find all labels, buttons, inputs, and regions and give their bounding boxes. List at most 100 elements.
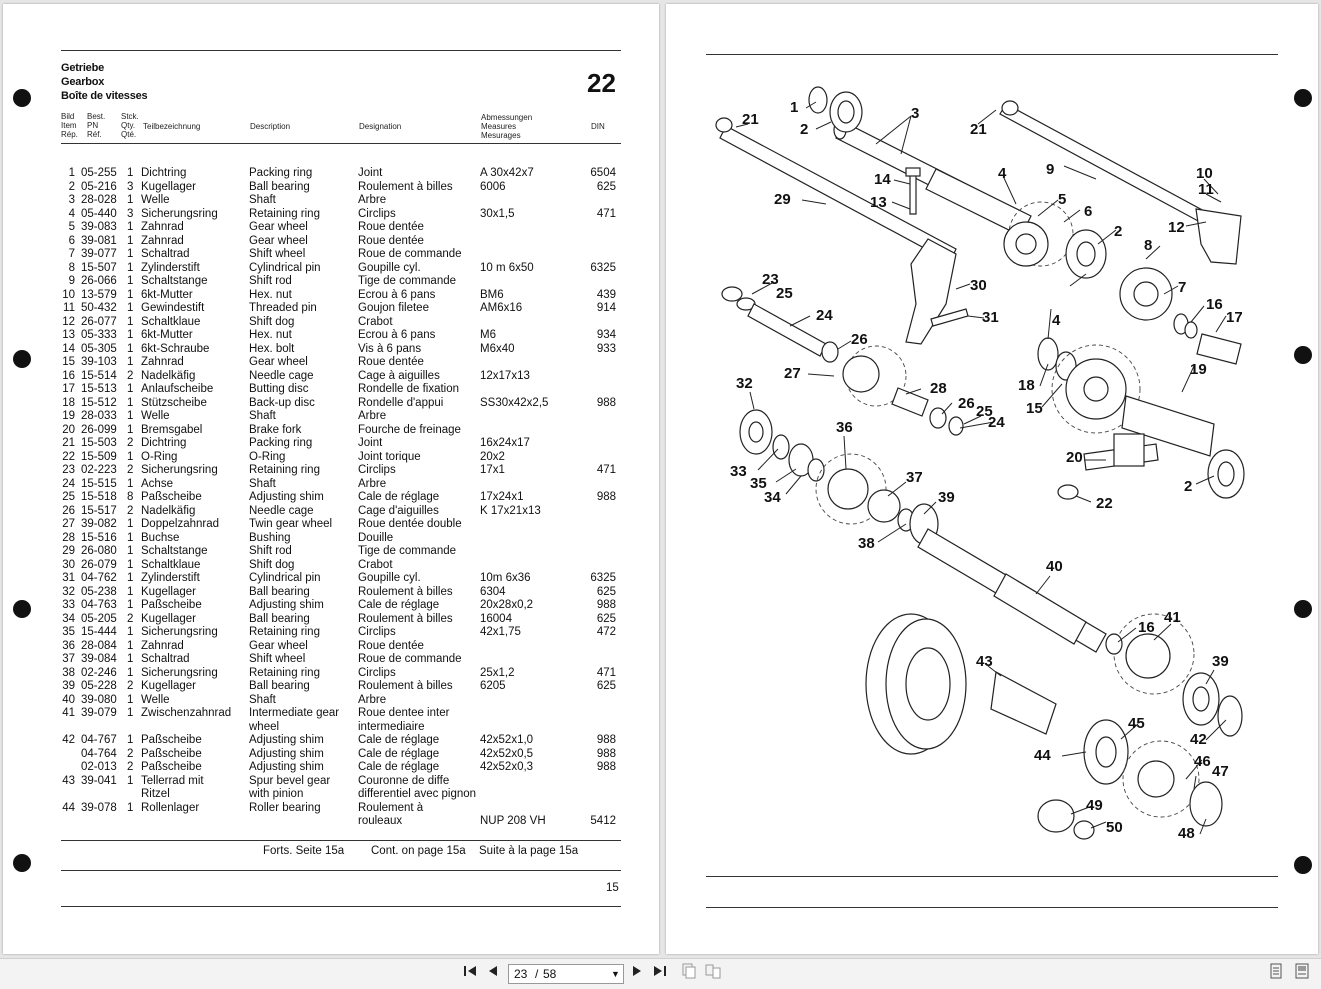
rule	[706, 54, 1278, 55]
callout: 6	[1084, 203, 1092, 220]
gear-outline	[1051, 344, 1141, 434]
cell-dim: M6	[480, 329, 496, 341]
two-page-view-icon[interactable]	[704, 963, 722, 983]
footer-de: Forts. Seite 15a	[263, 845, 345, 857]
cell-de: Ritzel	[141, 788, 170, 800]
cell-en: Retaining ring	[249, 626, 320, 638]
cell-pos: 25	[62, 491, 75, 503]
cell-en: Hex. nut	[249, 329, 292, 341]
cell-pos: 11	[63, 302, 75, 314]
last-page-icon[interactable]	[652, 963, 668, 983]
callout: 14	[874, 171, 891, 188]
cell-en: Packing ring	[249, 437, 313, 449]
cell-fr: differentiel avec pignon	[358, 788, 477, 800]
cell-fr: Goupille cyl.	[358, 261, 421, 274]
cell-din: 625	[596, 680, 616, 692]
cell-pn: 05-228	[81, 680, 117, 692]
cell-qty: 2	[127, 612, 134, 625]
cell-fr: Crabot	[358, 315, 393, 328]
single-page-view-icon[interactable]	[680, 963, 698, 983]
callout: 4	[998, 165, 1007, 182]
cell-pn: 39-079	[81, 707, 117, 719]
first-page-icon[interactable]	[462, 963, 478, 983]
cell-pos: 42	[62, 734, 75, 746]
cell-pn: 05-333	[81, 329, 117, 341]
cell-pn: 15-518	[81, 491, 117, 503]
next-page-icon[interactable]	[630, 963, 644, 983]
cell-de: Sicherungsring	[141, 626, 218, 638]
cell-fr: Tige de commande	[358, 275, 457, 287]
cell-qty: 1	[127, 599, 134, 611]
cell-de: Paßscheibe	[141, 747, 202, 760]
cell-pn: 39-081	[81, 234, 117, 247]
thumbnails-icon[interactable]	[1294, 963, 1310, 983]
title-fr: Boîte de vitesses	[61, 90, 148, 102]
cell-qty: 1	[127, 693, 134, 706]
cell-pos: 28	[62, 531, 75, 544]
cell-de: Kugellager	[141, 180, 196, 193]
cell-dim: 42x52x1,0	[480, 734, 534, 746]
cell-pos: 24	[62, 477, 75, 490]
cell-de: Schaltrad	[141, 248, 190, 260]
header-en: Description	[250, 122, 291, 131]
cell-de: Achse	[141, 477, 173, 490]
cell-fr: Roulement à billes	[358, 180, 453, 193]
footer-en: Cont. on page 15a	[371, 845, 466, 857]
gearbox-exploded-view: 1 2 3 21 21 9 10 11 12 14 13 29 4 5 6 2 …	[715, 86, 1245, 842]
cell-pos: 9	[68, 275, 75, 287]
callout: 3	[911, 105, 919, 122]
cell-en: Cylindrical pin	[249, 572, 321, 584]
callout: 16	[1138, 619, 1155, 636]
callout: 48	[1178, 825, 1195, 842]
header-din: DIN	[591, 122, 605, 131]
page-current[interactable]: 23	[514, 967, 528, 981]
cell-din: 988	[596, 734, 616, 746]
cell-de: Schaltklaue	[141, 315, 201, 328]
cell-de: Sicherungsring	[141, 207, 218, 220]
document-icon[interactable]	[1268, 963, 1284, 983]
prev-page-icon[interactable]	[486, 963, 500, 983]
cell-pn: 39-083	[81, 221, 117, 233]
cell-pos: 39	[62, 680, 75, 692]
cell-pn: 15-444	[81, 626, 117, 638]
cell-fr: Arbre	[358, 477, 387, 490]
cell-pos: 44	[62, 801, 75, 814]
chevron-down-icon[interactable]: ▼	[611, 969, 620, 979]
cell-fr: rouleaux	[358, 815, 403, 827]
cell-en: Gear wheel	[249, 356, 308, 368]
cell-pn: 13-579	[81, 288, 117, 301]
cell-qty: 1	[127, 801, 134, 814]
cell-dim: AM6x16	[480, 302, 523, 314]
cell-fr: Couronne de diffe	[358, 774, 450, 787]
cell-en: Ball bearing	[249, 612, 310, 625]
shaft-part	[1196, 333, 1242, 365]
callout: 5	[1058, 191, 1066, 208]
shaft-part	[1121, 395, 1215, 457]
cell-de: Schaltstange	[141, 275, 208, 287]
callout: 25	[976, 403, 993, 420]
cell-en: Intermediate gear	[249, 707, 340, 719]
cell-pn: 39-077	[81, 248, 117, 260]
cell-en: with pinion	[249, 788, 304, 800]
cell-qty: 1	[127, 329, 134, 341]
cell-de: Kugellager	[141, 585, 196, 598]
cell-en: Hex. nut	[249, 288, 292, 301]
cell-dim: 42x1,75	[480, 626, 521, 638]
page-number-field[interactable]: 23 / 58 ▼	[508, 964, 624, 984]
callout: 2	[800, 121, 808, 138]
bearing-part	[1076, 241, 1096, 267]
callout: 11	[1198, 181, 1214, 198]
footer-fr: Suite à la page 15a	[479, 845, 579, 857]
cell-fr: Joint	[358, 167, 383, 179]
cell-fr: Douille	[358, 531, 394, 544]
rule	[61, 906, 621, 907]
cell-fr: Joint	[358, 437, 383, 449]
callout: 37	[906, 469, 923, 486]
cell-fr: Arbre	[358, 693, 387, 706]
cell-de: Doppelzahnrad	[141, 518, 220, 530]
cell-en: Shift rod	[249, 275, 292, 287]
callout: 50	[1106, 819, 1123, 836]
gear-wheel	[1137, 760, 1175, 798]
callout: 23	[762, 271, 779, 288]
cell-pos: 37	[62, 653, 75, 665]
